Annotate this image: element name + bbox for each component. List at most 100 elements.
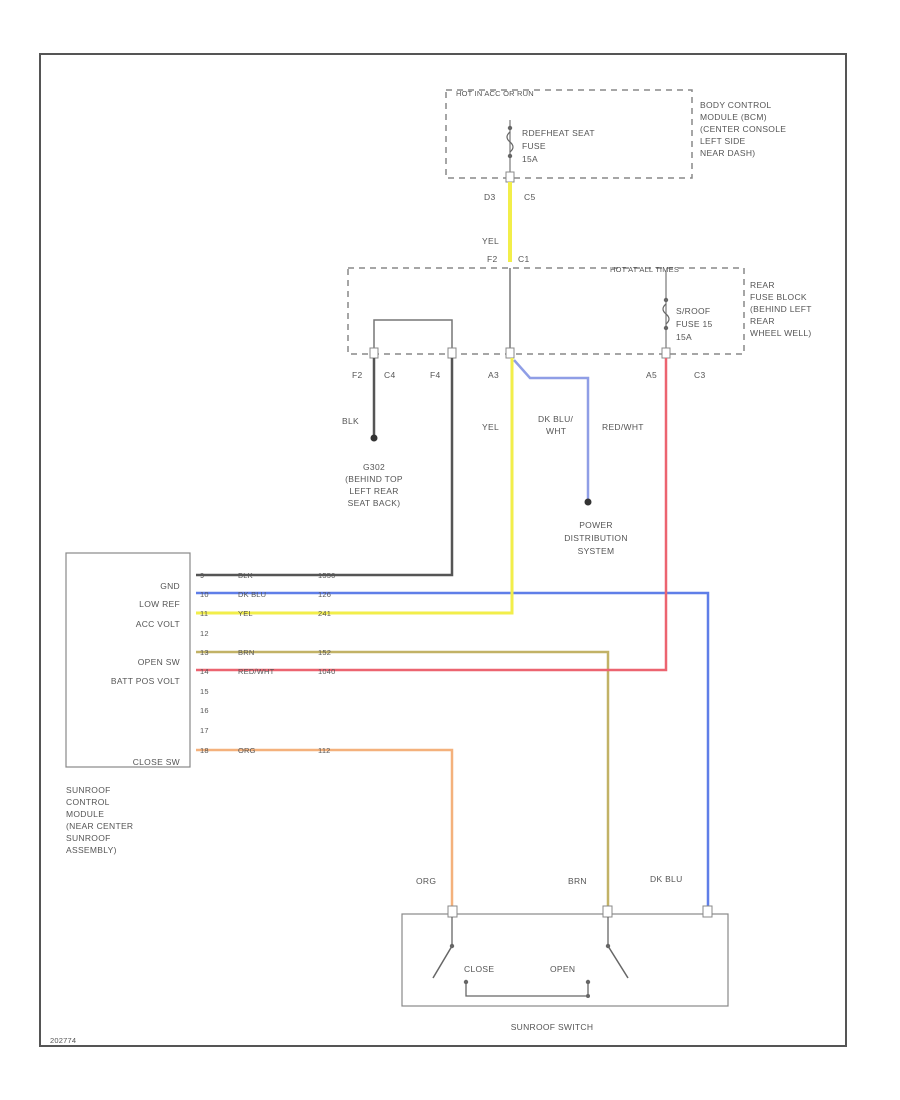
bcm-block: HOT IN ACC OR RUN RDEFHEAT SEAT FUSE 15A… — [445, 89, 786, 202]
sunroof-control-module: GND LOW REF ACC VOLT OPEN SW BATT POS VO… — [65, 552, 336, 855]
sroof-fuse-line-1: S/ROOF — [676, 306, 710, 316]
rear-fuse-name-5: WHEEL WELL) — [750, 328, 812, 338]
sroof-fuse-dot-bottom — [663, 325, 669, 331]
wire-gnd-blk — [196, 358, 454, 577]
ground-jumper — [373, 319, 453, 352]
rf-pin-c3: C3 — [694, 370, 705, 380]
module-pin-num-11: 11 — [200, 609, 208, 618]
module-name-4: (NEAR CENTER — [66, 821, 133, 831]
bcm-fuse-line-3: 15A — [522, 154, 538, 164]
switch-pin-mark-open — [602, 905, 613, 918]
module-wire-11: YEL — [238, 609, 253, 618]
bcm-name-line-3: (CENTER CONSOLE — [700, 124, 786, 134]
wire-close-org — [196, 748, 454, 908]
power-dist-wire-2: WHT — [546, 426, 566, 436]
rf-pin-f2: F2 — [352, 370, 363, 380]
power-dist-wire-1: DK BLU/ — [538, 414, 574, 424]
wire-batt-redwht — [196, 358, 668, 672]
footer-code: 202774 — [50, 1036, 76, 1045]
rear-fuse-name-4: REAR — [750, 316, 775, 326]
module-box — [65, 552, 191, 768]
module-pin-label-lowref: LOW REF — [139, 599, 180, 609]
rear-fuse-pin-top: F2 — [487, 254, 498, 264]
module-pin-num-9: 9 — [200, 571, 204, 580]
module-pin-label-open: OPEN SW — [138, 657, 180, 667]
module-pin-num-17: 17 — [200, 726, 209, 735]
switch-wire-brn: BRN — [568, 876, 587, 886]
switch-wire-dkblu: DK BLU — [650, 874, 683, 884]
module-pin-label-batt: BATT POS VOLT — [111, 676, 180, 686]
module-name-5: SUNROOF — [66, 833, 111, 843]
module-wire-10: DK BLU — [238, 590, 266, 599]
rear-fuse-name-2: FUSE BLOCK — [750, 292, 807, 302]
rf-pin-c4: C4 — [384, 370, 395, 380]
module-name-6: ASSEMBLY) — [66, 845, 117, 855]
module-name-1: SUNROOF — [66, 785, 111, 795]
bcm-hot-label: HOT IN ACC OR RUN — [456, 89, 534, 98]
switch-box — [401, 913, 729, 1007]
module-pin-num-12: 12 — [200, 629, 209, 638]
switch-wire-org: ORG — [416, 876, 436, 886]
module-pin-num-14: 14 — [200, 667, 209, 676]
sroof-fuse-line-3: 15A — [676, 332, 692, 342]
wire-center-yel-label: YEL — [482, 422, 499, 432]
module-circuit-11: 241 — [318, 609, 331, 618]
module-pin-num-15: 15 — [200, 687, 209, 696]
module-circuit-9: 1550 — [318, 571, 336, 580]
rear-fuse-connector-top: C1 — [518, 254, 529, 264]
wire-open-brn — [196, 650, 610, 908]
sroof-fuse-dot-top — [663, 297, 669, 303]
switch-common-node — [586, 994, 590, 998]
switch-pin-mark-ref — [702, 905, 713, 918]
rf-pin-mark-f2 — [369, 347, 379, 359]
rf-pin-a5: A5 — [646, 370, 657, 380]
switch-close-blade — [432, 945, 453, 979]
module-pin-label-acc: ACC VOLT — [136, 619, 180, 629]
power-dist-wire-red: RED/WHT — [602, 422, 644, 432]
wire-yel-bcm-fuse-label: YEL — [482, 236, 499, 246]
module-wire-18: ORG — [238, 746, 256, 755]
switch-common-bus — [465, 982, 589, 997]
bcm-dashed-box — [445, 89, 693, 179]
ground-name-4: SEAT BACK) — [348, 498, 401, 508]
rear-fuse-hot-label: HOT AT ALL TIMES — [610, 265, 679, 274]
bcm-pin-mark — [505, 171, 515, 183]
bcm-name-line-4: LEFT SIDE — [700, 136, 746, 146]
rear-fuse-name-3: (BEHIND LEFT — [750, 304, 812, 314]
ground-name-3: LEFT REAR — [349, 486, 398, 496]
wire-dkblu-wht-power — [513, 359, 590, 500]
module-pin-label-gnd: GND — [160, 581, 180, 591]
bcm-name-line-2: MODULE (BCM) — [700, 112, 767, 122]
diagram-frame — [39, 53, 847, 1047]
module-pin-num-13: 13 — [200, 648, 209, 657]
power-dist-name-3: SYSTEM — [578, 546, 615, 556]
module-pin-label-close: CLOSE SW — [133, 757, 180, 767]
module-circuit-13: 152 — [318, 648, 331, 657]
module-wire-14: RED/WHT — [238, 667, 275, 676]
rear-fuse-name-1: REAR — [750, 280, 775, 290]
ground-name-1: G302 — [363, 462, 385, 472]
switch-close-label: CLOSE — [464, 964, 494, 974]
module-circuit-10: 126 — [318, 590, 331, 599]
rf-pin-mark-a5 — [661, 347, 671, 359]
module-wire-13: BRN — [238, 648, 254, 657]
power-dist-name-2: DISTRIBUTION — [564, 533, 628, 543]
power-dist-point-icon — [584, 498, 592, 506]
wire-acc-yel — [196, 358, 514, 615]
module-circuit-14: 1040 — [318, 667, 336, 676]
rear-fuse-dashed-box — [347, 267, 745, 355]
module-pin-num-16: 16 — [200, 706, 209, 715]
bcm-fuse-dot-top — [507, 125, 513, 131]
power-dist-name-1: POWER — [579, 520, 613, 530]
rf-pin-mark-f4 — [447, 347, 457, 359]
sroof-fuse-line-2: FUSE 15 — [676, 319, 713, 329]
bcm-name-line-1: BODY CONTROL — [700, 100, 771, 110]
sroof-fuse-symbol — [662, 303, 670, 325]
module-name-2: CONTROL — [66, 797, 110, 807]
ground-point-icon — [370, 434, 378, 442]
bcm-fuse-line-1: RDEFHEAT SEAT — [522, 128, 595, 138]
module-circuit-18: 112 — [318, 746, 331, 755]
bcm-fuse-symbol — [506, 131, 514, 153]
ground-wire-label: BLK — [342, 416, 359, 426]
bcm-pin-label: D3 — [484, 192, 495, 202]
